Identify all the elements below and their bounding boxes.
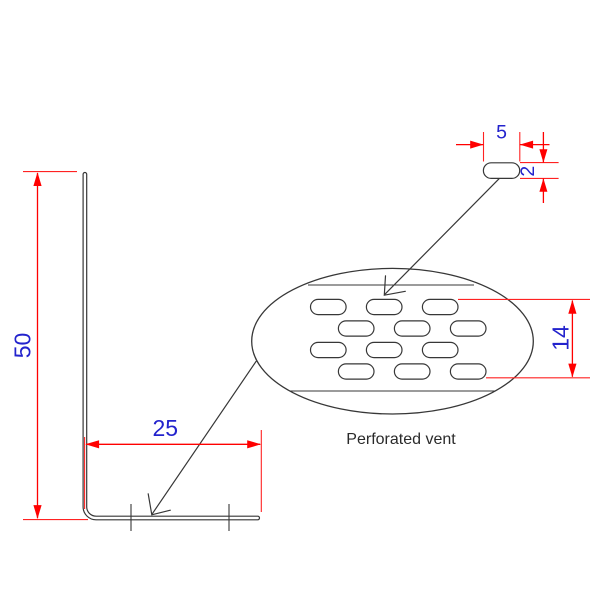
vent-slot bbox=[393, 320, 431, 337]
dimension-value-5: 5 bbox=[496, 122, 507, 144]
dimension-arrow-down bbox=[568, 363, 577, 378]
dimension-arrow-down bbox=[33, 505, 42, 519]
dimension-vent-height: 14 bbox=[458, 298, 590, 379]
vent-slot bbox=[449, 320, 487, 337]
detail-view-ellipse bbox=[251, 267, 534, 415]
vent-slot bbox=[309, 298, 347, 316]
dimension-slot-length: 5 bbox=[456, 122, 550, 162]
dimension-bracket-height: 50 bbox=[10, 171, 88, 521]
vent-slot bbox=[365, 341, 403, 359]
dimension-arrow-up bbox=[33, 172, 42, 186]
dimension-value-14: 14 bbox=[548, 325, 574, 351]
vent-slot-pattern bbox=[309, 298, 487, 380]
bracket-sheet-outline bbox=[82, 171, 261, 521]
vent-slot bbox=[421, 298, 459, 316]
dimension-value-2: 2 bbox=[517, 166, 539, 177]
dimension-arrow-right bbox=[247, 440, 261, 449]
leader-line bbox=[151, 360, 257, 515]
dimension-arrow-down-point bbox=[539, 149, 548, 163]
dimension-arrow-left bbox=[85, 440, 100, 449]
dimension-slot-thickness: 2 bbox=[517, 132, 559, 203]
dimension-arrow-right-point bbox=[470, 140, 484, 149]
slot-detail-shape bbox=[482, 162, 521, 180]
l-bracket-profile bbox=[82, 171, 261, 531]
vent-slot bbox=[393, 363, 431, 380]
vent-slot bbox=[365, 298, 403, 316]
leader-arrowhead bbox=[147, 493, 171, 516]
dimension-arrow-up-point bbox=[539, 178, 548, 192]
leader-arrowhead bbox=[383, 275, 406, 296]
dimension-arrow-left-point bbox=[519, 140, 534, 149]
dimension-arrow-up bbox=[568, 299, 577, 314]
leader-line bbox=[384, 178, 500, 296]
vent-slot bbox=[449, 363, 487, 380]
base-centerline-ticks bbox=[130, 504, 230, 531]
vent-slot bbox=[309, 341, 347, 359]
dimension-value-25: 25 bbox=[153, 415, 179, 441]
detail-ellipse bbox=[251, 267, 534, 415]
detail-caption: Perforated vent bbox=[346, 431, 456, 448]
detail-leader-bracket bbox=[147, 360, 257, 516]
vent-slot bbox=[337, 320, 375, 337]
detail-leader-slot bbox=[383, 178, 500, 296]
dimension-base-width: 25 bbox=[84, 415, 262, 512]
vent-slot bbox=[337, 363, 375, 380]
dimension-value-50: 50 bbox=[10, 333, 36, 359]
vent-slot bbox=[421, 341, 459, 359]
